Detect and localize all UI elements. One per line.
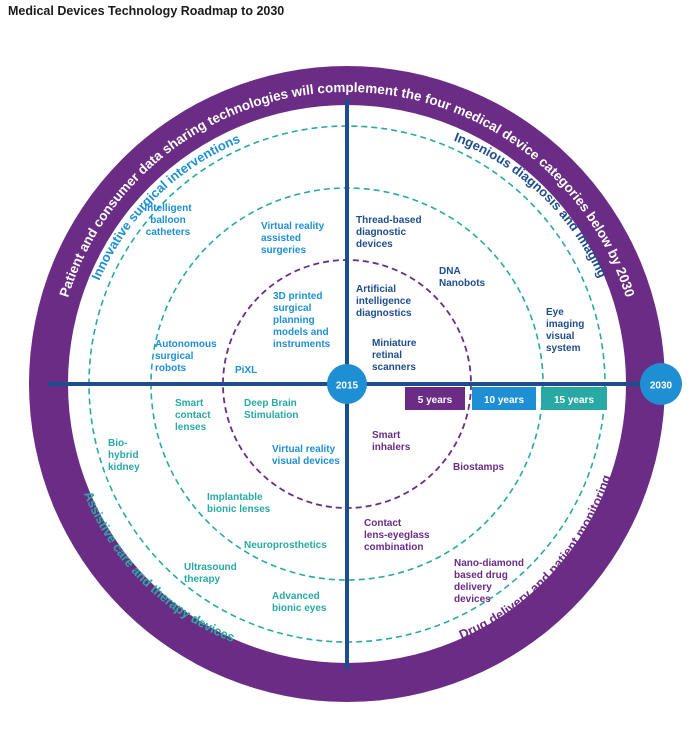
page-title: Medical Devices Technology Roadmap to 20… xyxy=(8,4,285,18)
tech-label-line: bionic eyes xyxy=(272,603,327,614)
tech-label-line: 3D printed xyxy=(273,291,322,302)
tech-label-line: planning xyxy=(273,315,315,326)
tech-label-line: catheters xyxy=(146,227,191,238)
tech-label-line: balloon xyxy=(150,215,186,226)
tech-label-line: Virtual reality xyxy=(261,221,325,232)
tech-label-line: Nano-diamond xyxy=(454,558,524,569)
tech-label-line: models and xyxy=(273,327,329,338)
end-marker-2030 xyxy=(640,363,682,405)
tech-label-line: visual xyxy=(546,331,575,342)
center-label-2015: 2015 xyxy=(336,381,359,392)
tech-label-line: Nanobots xyxy=(439,278,486,289)
tech-label-biostamps: Biostamps xyxy=(453,462,505,473)
tech-label-line: bionic lenses xyxy=(207,504,271,515)
tech-label-line: surgical xyxy=(155,351,194,362)
tech-label-line: Stimulation xyxy=(244,410,298,421)
tech-label-line: Bio- xyxy=(108,438,127,449)
tech-label-line: lenses xyxy=(175,422,207,433)
tech-label-line: devices xyxy=(454,594,491,605)
badge-15-years-label: 15 years xyxy=(554,395,594,406)
tech-label-line: hybrid xyxy=(108,450,139,461)
badge-15-years xyxy=(541,387,607,410)
tech-label-line: surgeries xyxy=(261,245,306,256)
tech-label-line: Advanced xyxy=(272,591,320,602)
tech-label-line: Miniature xyxy=(372,338,417,349)
tech-label-line: robots xyxy=(155,363,187,374)
tech-label-line: intelligence xyxy=(356,296,411,307)
tech-label-line: diagnostics xyxy=(356,308,412,319)
tech-label-line: contact xyxy=(175,410,211,421)
tech-label-line: system xyxy=(546,343,581,354)
center-marker-2015 xyxy=(327,364,367,404)
badge-10-years xyxy=(472,387,536,410)
tech-label-line: DNA xyxy=(439,266,461,277)
end-label-2030: 2030 xyxy=(650,381,673,392)
tech-label-pixl: PiXL xyxy=(235,365,257,376)
tech-label-line: Ultrasound xyxy=(184,562,237,573)
tech-label-line: imaging xyxy=(546,319,584,330)
badge-5-years xyxy=(405,387,465,410)
tech-label-line: Virtual reality xyxy=(272,444,336,455)
tech-label-line: instruments xyxy=(273,339,331,350)
tech-label-line: diagnostic xyxy=(356,227,406,238)
tech-label-line: visual devices xyxy=(272,456,340,467)
tech-label-line: Implantable xyxy=(207,492,263,503)
tech-label-line: Deep Brain xyxy=(244,398,297,409)
tech-label-line: Eye xyxy=(546,307,564,318)
tech-label-line: kidney xyxy=(108,462,140,473)
tech-label-line: PiXL xyxy=(235,365,257,376)
tech-label-line: Smart xyxy=(175,398,204,409)
tech-label-line: retinal xyxy=(372,350,402,361)
tech-label-line: Biostamps xyxy=(453,462,505,473)
tech-label-line: scanners xyxy=(372,362,416,373)
tech-label-neuroprosthetics: Neuroprosthetics xyxy=(244,540,327,551)
tech-label-line: Contact xyxy=(364,518,402,529)
tech-label-line: lens-eyeglass xyxy=(364,530,430,541)
tech-label-line: delivery xyxy=(454,582,492,593)
tech-label-line: Intelligent xyxy=(144,203,192,214)
tech-label-line: Thread-based xyxy=(356,215,422,226)
badge-5-years-label: 5 years xyxy=(418,395,453,406)
tech-label-line: inhalers xyxy=(372,442,411,453)
tech-label-line: Artificial xyxy=(356,284,396,295)
tech-label-line: Neuroprosthetics xyxy=(244,540,327,551)
tech-label-line: based drug xyxy=(454,570,508,581)
tech-label-line: Autonomous xyxy=(155,339,217,350)
tech-label-line: combination xyxy=(364,542,423,553)
tech-label-line: surgical xyxy=(273,303,312,314)
badge-10-years-label: 10 years xyxy=(484,395,524,406)
tech-label-line: devices xyxy=(356,239,393,250)
tech-label-line: Smart xyxy=(372,430,401,441)
tech-label-line: therapy xyxy=(184,574,221,585)
tech-label-line: assisted xyxy=(261,233,301,244)
